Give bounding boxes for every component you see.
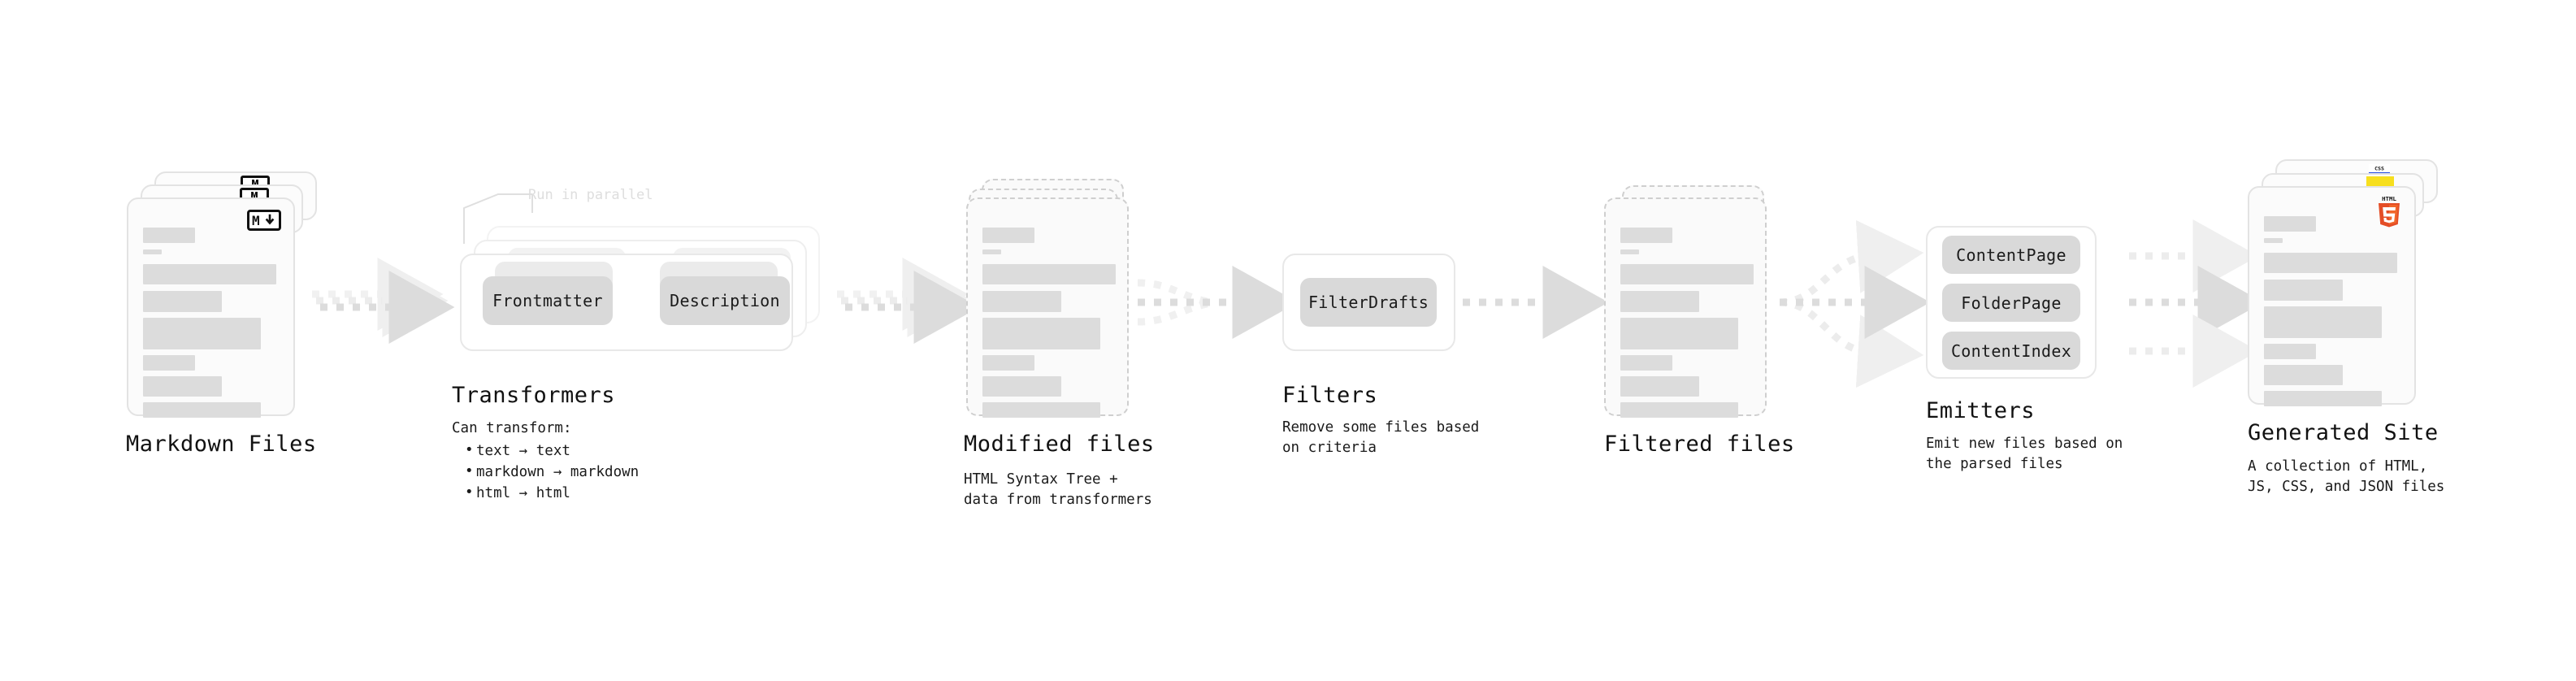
skeleton-line [1620, 402, 1738, 418]
filter-chip-filterdrafts[interactable]: FilterDrafts [1300, 278, 1437, 327]
emitters-title: Emitters [1926, 398, 2036, 423]
transform-item: text → text [465, 440, 639, 462]
skeleton-line [143, 402, 261, 418]
skeleton-line [2264, 216, 2316, 232]
transformers-description: Can transform: text → text markdown → ma… [452, 418, 639, 504]
skeleton-line [982, 228, 1034, 243]
transform-item: html → html [465, 482, 639, 504]
filtered-files-title: Filtered files [1604, 432, 1795, 457]
skeleton-line [982, 355, 1034, 371]
skeleton-line [982, 249, 1001, 254]
skeleton-line [1620, 355, 1672, 371]
html5-icon: HTML [2374, 194, 2405, 230]
transformers-transform-list: text → text markdown → markdown html → h… [452, 440, 639, 504]
svg-text:CSS: CSS [2374, 166, 2384, 172]
emitter-chip-contentindex[interactable]: ContentIndex [1942, 332, 2080, 370]
generated-site-title: Generated Site [2248, 420, 2439, 445]
arrow-filtered-to-emitters [1779, 219, 1931, 388]
arrow-emitters-to-generated [2129, 219, 2264, 388]
skeleton-line [982, 376, 1061, 397]
skeleton-line [1620, 291, 1699, 312]
markdown-card-front: M [127, 197, 295, 418]
transformer-chip-description[interactable]: Description [660, 276, 790, 325]
skeleton-line [2264, 253, 2397, 273]
generated-site-subtitle: A collection of HTML, JS, CSS, and JSON … [2248, 458, 2445, 495]
skeleton-line [1620, 249, 1639, 254]
run-in-parallel-label: Run in parallel [528, 187, 653, 203]
skeleton-line [982, 318, 1100, 349]
skeleton-line [143, 264, 276, 284]
emitter-chip-folderpage[interactable]: FolderPage [1942, 284, 2080, 322]
svg-text:HTML: HTML [2382, 195, 2396, 202]
svg-text:M: M [252, 214, 260, 228]
skeleton-line [982, 402, 1100, 418]
skeleton-line [2264, 306, 2382, 338]
markdown-files-title: Markdown Files [126, 432, 317, 457]
skeleton-line [143, 355, 195, 371]
transform-item: markdown → markdown [465, 461, 639, 483]
markdown-icon: M [247, 210, 281, 231]
skeleton-line [143, 318, 261, 349]
emitter-chip-contentpage[interactable]: ContentPage [1942, 236, 2080, 274]
skeleton-line [143, 249, 162, 254]
skeleton-line [2264, 365, 2343, 385]
arrow-transformers-to-modified [837, 258, 980, 344]
modified-card-front [966, 197, 1129, 418]
filters-title: Filters [1282, 383, 1378, 408]
skeleton-line [982, 264, 1116, 284]
modified-files-subtitle: HTML Syntax Tree + data from transformer… [964, 471, 1152, 508]
skeleton-line [143, 291, 222, 312]
modified-files-title: Modified files [964, 432, 1155, 457]
skeleton-line [2264, 344, 2316, 359]
skeleton-line [1620, 264, 1754, 284]
filtered-card-front [1604, 197, 1767, 418]
skeleton-line [1620, 376, 1699, 397]
generated-card-front: HTML [2248, 186, 2416, 406]
filters-subtitle: Remove some files based on criteria [1282, 419, 1480, 456]
skeleton-line [982, 291, 1061, 312]
arrow-modified-to-filters [1137, 266, 1299, 339]
transformer-chip-frontmatter[interactable]: Frontmatter [483, 276, 613, 325]
skeleton-line [2264, 391, 2382, 406]
skeleton-line [1620, 318, 1738, 349]
emitters-subtitle: Emit new files based on the parsed files [1926, 436, 2123, 472]
skeleton-line [1620, 228, 1672, 243]
skeleton-line [143, 228, 195, 243]
transformers-desc-lead: Can transform: [452, 420, 572, 436]
skeleton-line [143, 376, 222, 397]
skeleton-line [2264, 280, 2343, 301]
arrow-markdown-to-transformers [312, 258, 455, 344]
skeleton-line [2264, 238, 2283, 243]
transformers-title: Transformers [452, 383, 616, 408]
